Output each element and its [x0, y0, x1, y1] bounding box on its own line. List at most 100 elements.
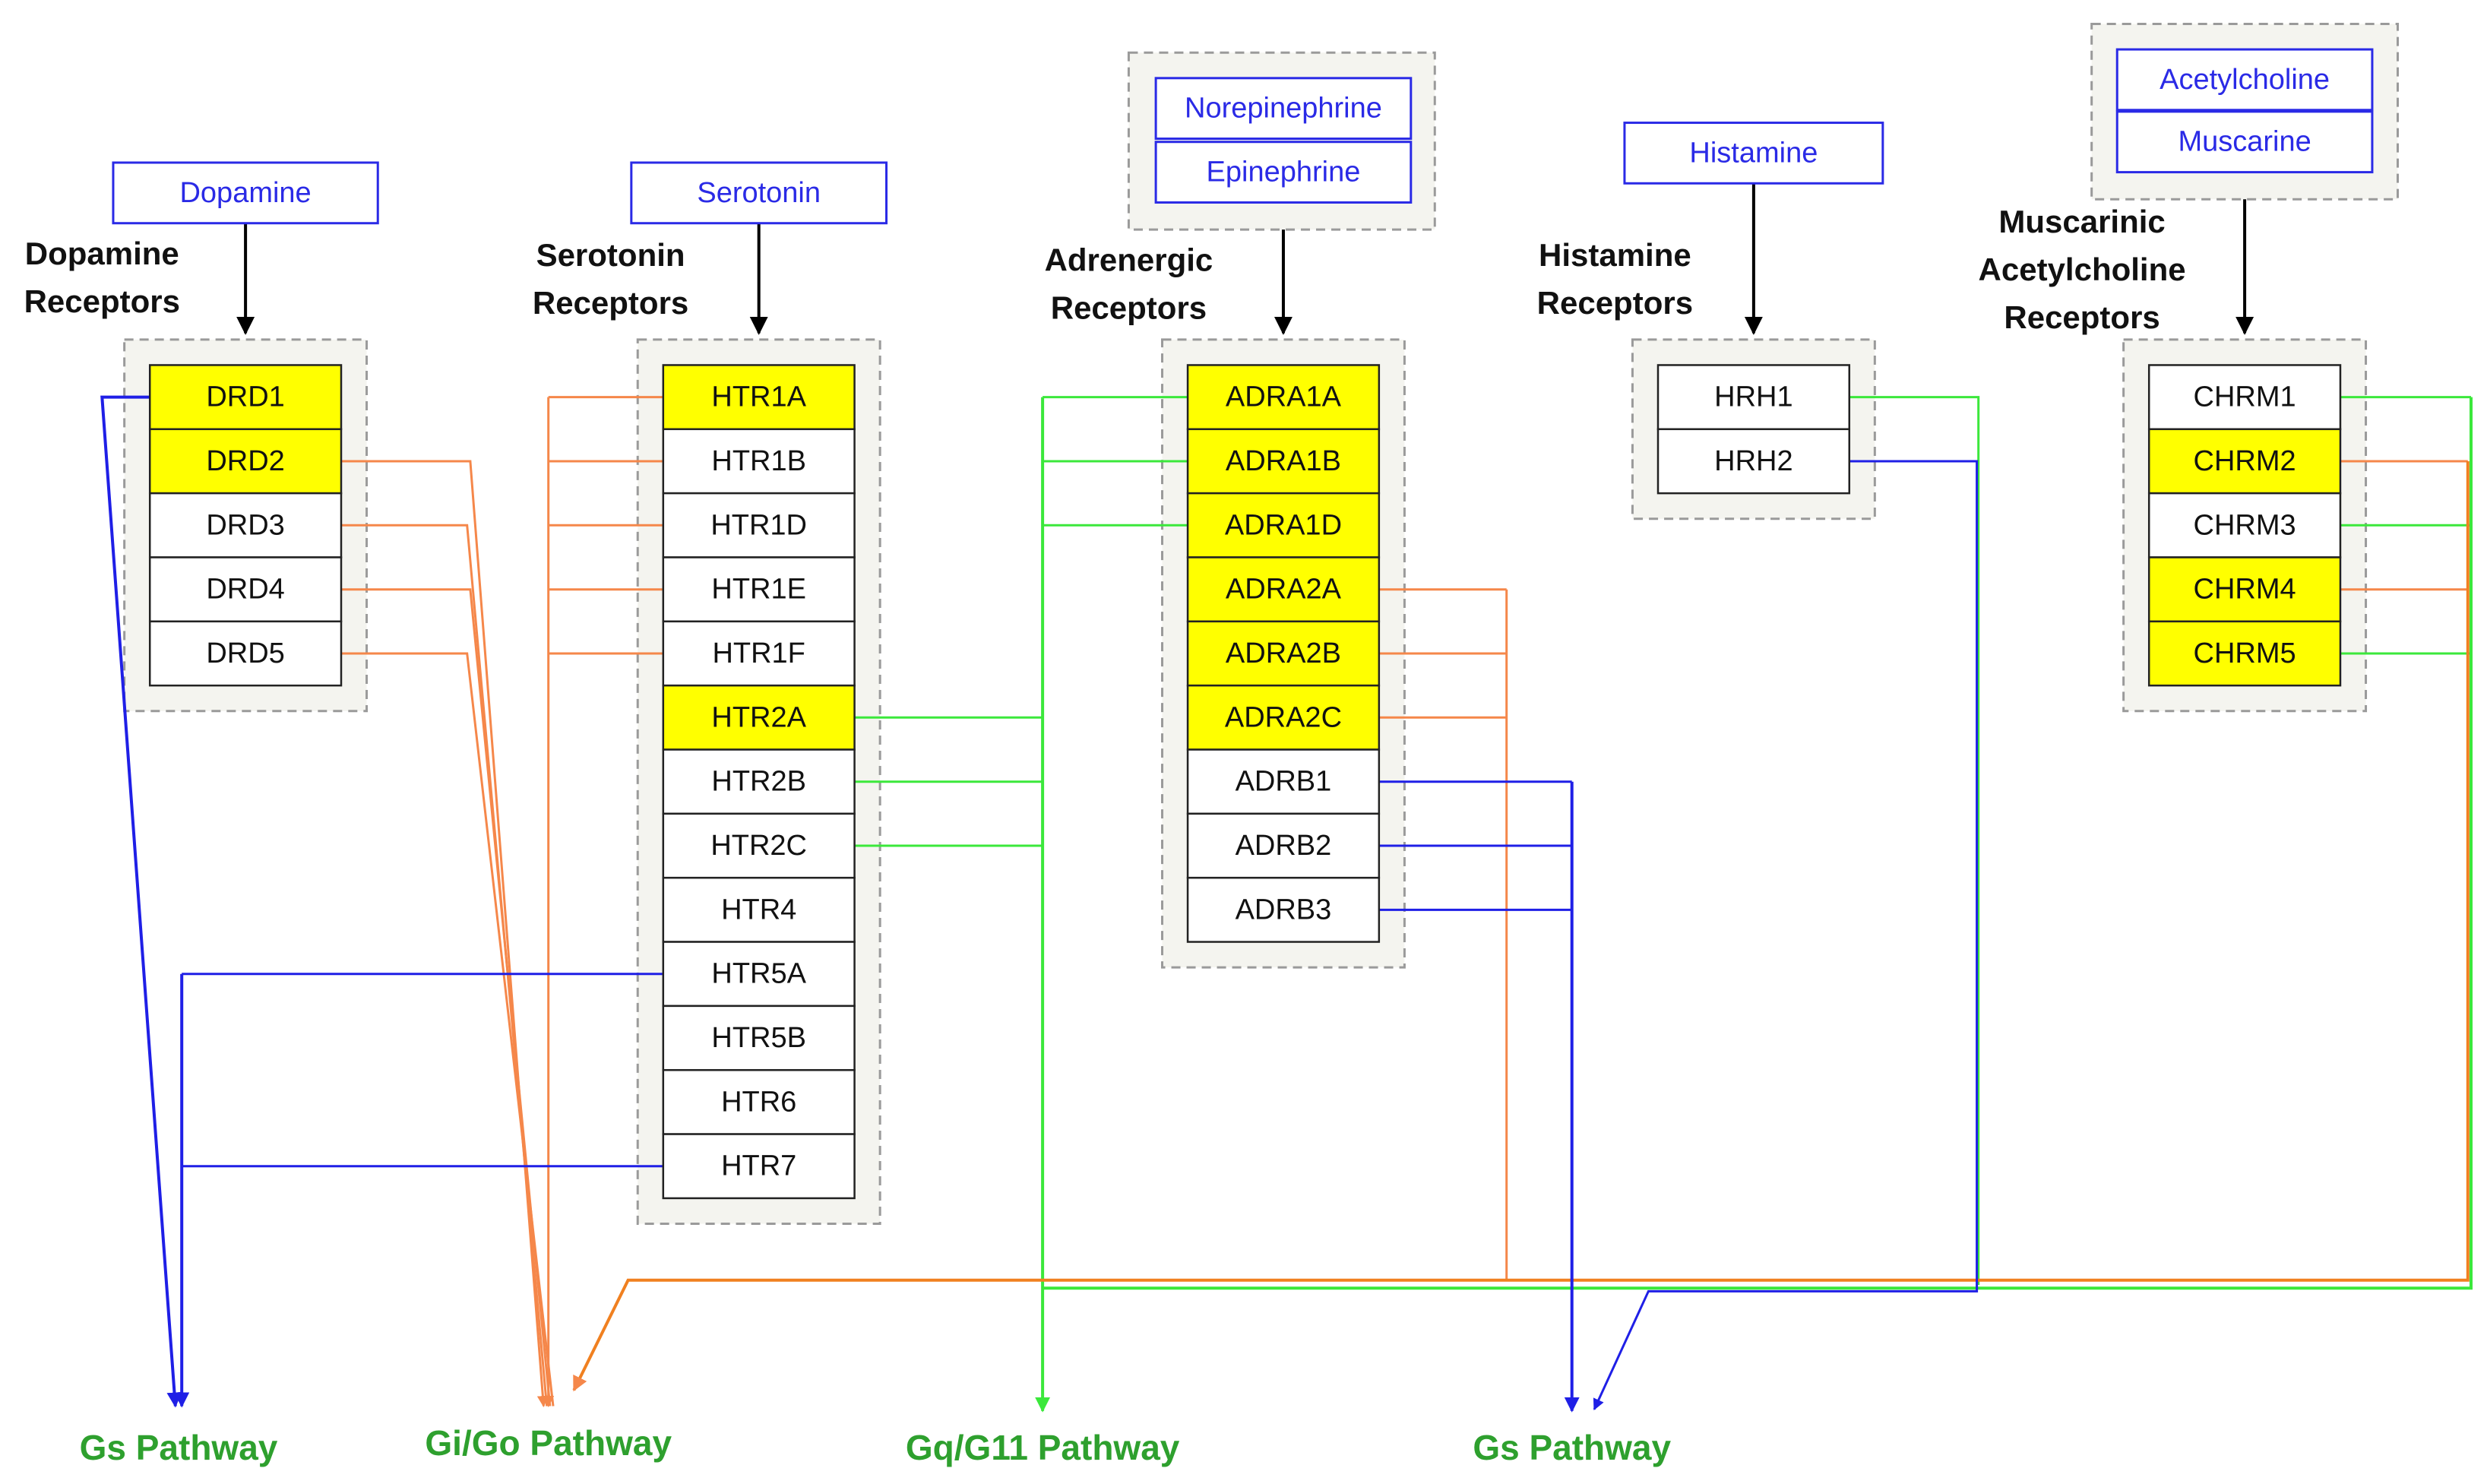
receptor-box-htr7	[662, 1133, 856, 1200]
receptor-label-hrh2: HRH2	[1714, 445, 1792, 477]
ligand-label-serotonin: Serotonin	[697, 177, 821, 209]
receptor-label-chrm4: CHRM4	[2194, 574, 2296, 606]
ligand-box-epinephrine	[1154, 141, 1413, 204]
gi-connector-drd5	[341, 652, 555, 1406]
muscarinic-family-title-line: Muscarinic	[1998, 204, 2165, 239]
ligand-label-muscarine: Muscarine	[2178, 126, 2311, 158]
receptor-box-htr4	[662, 876, 856, 943]
receptor-box-adrb2	[1186, 812, 1381, 879]
pathway-label-gi-go: Gi/Go Pathway	[425, 1423, 672, 1463]
connector-lines-layer	[100, 183, 2473, 1413]
receptor-label-htr6: HTR6	[721, 1086, 796, 1118]
receptor-label-htr4: HTR4	[721, 894, 796, 926]
gi-return-line	[572, 461, 2470, 1392]
receptor-box-hrh1	[1656, 364, 1851, 431]
adrenergic-family-title-line: Receptors	[1051, 290, 1207, 325]
receptor-label-adra2b: ADRA2B	[1226, 638, 1341, 669]
receptor-label-chrm5: CHRM5	[2194, 638, 2296, 669]
receptor-label-htr1f: HTR1F	[712, 638, 805, 669]
gi-connector-drd3	[341, 524, 549, 1406]
receptor-label-drd2: DRD2	[206, 445, 284, 477]
ligand-box-norepinephrine	[1154, 77, 1413, 141]
receptor-box-adra1a	[1186, 364, 1381, 431]
muscarinic-family-title-line: Acetylcholine	[1979, 252, 2186, 287]
receptor-box-drd3	[148, 492, 343, 558]
receptor-label-adrb2: ADRB2	[1236, 830, 1332, 862]
ligand-label-norepinephrine: Norepinephrine	[1185, 93, 1382, 125]
histamine-family-title-line: Receptors	[1537, 285, 1693, 321]
receptor-box-htr1f	[662, 620, 856, 687]
receptor-label-adra1b: ADRA1B	[1226, 445, 1341, 477]
receptor-box-htr5a	[662, 941, 856, 1008]
receptor-box-htr5b	[662, 1005, 856, 1071]
receptor-label-htr1a: HTR1A	[711, 381, 806, 413]
receptor-label-htr1d: HTR1D	[710, 509, 807, 541]
adrenergic-family-title-line: Adrenergic	[1045, 242, 1213, 277]
receptor-label-chrm3: CHRM3	[2194, 509, 2296, 541]
receptor-label-htr2b: HTR2B	[711, 766, 806, 798]
ligand-box-muscarine	[2115, 110, 2374, 174]
receptor-box-drd5	[148, 620, 343, 687]
receptor-box-chrm5	[2147, 620, 2342, 687]
serotonin-family-title-line: Receptors	[533, 285, 688, 321]
receptor-nodes-layer: DopamineDopamineReceptorsDRD1DRD2DRD3DRD…	[24, 48, 2374, 1200]
receptor-box-htr1d	[662, 492, 856, 558]
gq-connector-hrh1	[1849, 396, 1980, 1286]
receptor-label-adrb1: ADRB1	[1236, 766, 1332, 798]
pathway-labels-layer: Gs Pathway Gi/Go Pathway Gq/G11 Pathway Gs …	[80, 1423, 1672, 1467]
ligand-box-dopamine	[112, 161, 379, 225]
receptor-label-drd5: DRD5	[206, 638, 284, 669]
receptor-box-adra2a	[1186, 556, 1381, 623]
receptor-label-adra1a: ADRA1A	[1226, 381, 1342, 413]
receptor-box-adra2b	[1186, 620, 1381, 687]
receptor-box-adra1b	[1186, 428, 1381, 495]
pathway-label-gs-left: Gs Pathway	[80, 1428, 278, 1467]
receptor-label-htr1e: HTR1E	[711, 574, 806, 606]
receptor-label-htr2a: HTR2A	[711, 701, 806, 733]
pathway-label-gs-right: Gs Pathway	[1473, 1428, 1671, 1467]
muscarinic-family-title-line: Receptors	[2004, 299, 2160, 335]
dopamine-family-title-line: Receptors	[24, 283, 180, 319]
receptor-label-adra2a: ADRA2A	[1226, 574, 1342, 606]
receptor-label-htr2c: HTR2C	[710, 830, 807, 862]
ligand-label-epinephrine: Epinephrine	[1207, 157, 1361, 188]
pathway-label-gq-g11: Gq/G11 Pathway	[906, 1428, 1180, 1467]
receptor-label-hrh1: HRH1	[1714, 381, 1792, 413]
receptor-box-drd1	[148, 364, 343, 431]
ligand-box-serotonin	[630, 161, 888, 225]
receptor-label-htr7: HTR7	[721, 1150, 796, 1182]
gs-connector-drd1	[100, 395, 182, 1408]
receptor-label-htr5b: HTR5B	[711, 1022, 806, 1054]
ligand-label-acetylcholine: Acetylcholine	[2160, 64, 2330, 96]
receptor-box-chrm3	[2147, 492, 2342, 558]
receptor-box-adra1d	[1186, 492, 1381, 558]
gi-connector-drd2	[341, 460, 549, 1407]
receptor-box-hrh2	[1656, 428, 1851, 495]
receptor-label-adra1d: ADRA1D	[1225, 509, 1342, 541]
receptor-box-chrm2	[2147, 428, 2342, 495]
receptor-box-htr2a	[662, 684, 856, 751]
receptor-label-drd4: DRD4	[206, 574, 284, 606]
receptor-label-htr5a: HTR5A	[711, 958, 806, 990]
dopamine-family-title-line: Dopamine	[25, 236, 179, 271]
receptor-label-drd3: DRD3	[206, 509, 284, 541]
receptor-label-adrb3: ADRB3	[1236, 894, 1332, 926]
receptor-label-htr1b: HTR1B	[711, 445, 806, 477]
serotonin-family-title-line: Serotonin	[536, 237, 685, 273]
receptor-label-chrm1: CHRM1	[2194, 381, 2296, 413]
gs-connector-hrh2	[1593, 460, 1979, 1411]
receptor-box-htr1a	[662, 364, 856, 431]
gq-return-line	[1043, 397, 2473, 1290]
receptor-label-drd1: DRD1	[206, 381, 284, 413]
receptor-label-adra2c: ADRA2C	[1225, 701, 1342, 733]
receptor-label-chrm2: CHRM2	[2194, 445, 2296, 477]
ligand-box-histamine	[1623, 122, 1884, 185]
receptor-box-adrb3	[1186, 876, 1381, 943]
histamine-family-title-line: Histamine	[1539, 237, 1691, 273]
gi-connector-drd4	[341, 588, 552, 1406]
ligand-box-acetylcholine	[2115, 48, 2374, 112]
ligand-label-histamine: Histamine	[1689, 137, 1818, 169]
receptor-box-chrm1	[2147, 364, 2342, 431]
ligand-label-dopamine: Dopamine	[179, 177, 311, 209]
